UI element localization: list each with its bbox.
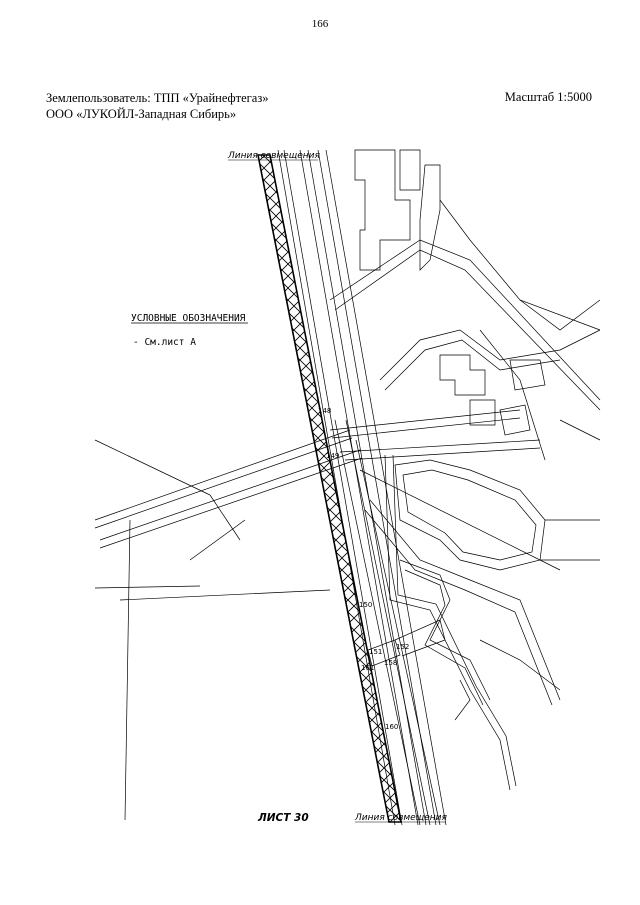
road-line <box>94 437 353 529</box>
building-outline <box>469 399 496 426</box>
road-line <box>317 149 437 826</box>
road-line <box>364 509 553 706</box>
point-label: 151 <box>369 648 382 656</box>
road-line <box>559 419 601 441</box>
road-line <box>344 447 541 461</box>
building-outline <box>399 149 421 191</box>
road-line <box>345 419 431 826</box>
land-user-header: Землепользователь: ТПП «Урайнефтегаз» ОО… <box>46 90 269 122</box>
road-line <box>189 519 246 561</box>
road-line <box>339 439 541 453</box>
point-label: 150 <box>359 601 372 609</box>
road-line <box>99 457 363 549</box>
road-line <box>399 559 491 701</box>
building-outline <box>354 149 411 271</box>
road-line <box>369 499 561 701</box>
road-line <box>359 469 561 571</box>
point-label: 149 <box>326 452 339 460</box>
land-user-line1: Землепользователь: ТПП «Урайнефтегаз» <box>46 91 269 105</box>
point-label: 152 <box>396 643 409 651</box>
legend-title: УСЛОВНЫЕ ОБОЗНАЧЕНИЯ <box>131 313 246 324</box>
road-line <box>124 519 131 821</box>
sheet-label: ЛИСТ 30 <box>257 812 309 824</box>
road-line <box>479 639 561 691</box>
road-line <box>355 439 441 826</box>
road-line <box>384 339 561 391</box>
road-line <box>394 619 446 657</box>
road-line <box>392 454 517 787</box>
road-line <box>367 639 401 667</box>
scale-label: Масштаб 1:5000 <box>504 90 592 104</box>
building-outline <box>509 359 546 391</box>
road-line <box>94 439 211 496</box>
building-outline <box>419 164 441 271</box>
matchline-top-label: Линия совмещения <box>227 151 320 161</box>
road-line <box>334 419 421 826</box>
point-label: 148 <box>318 407 331 415</box>
road-line <box>379 329 601 381</box>
road-line <box>209 494 241 541</box>
point-label: 158 <box>384 659 397 667</box>
road-line <box>119 589 331 601</box>
road-line <box>329 239 601 401</box>
road-line <box>404 569 484 706</box>
point-label: 160 <box>385 723 398 731</box>
road-line <box>94 585 201 589</box>
road-line <box>283 149 403 826</box>
road-line <box>94 429 351 521</box>
land-user-line2: ООО «ЛУКОЙЛ-Западная Сибирь» <box>46 107 237 121</box>
road-line <box>99 449 361 541</box>
point-label: 161 <box>361 664 374 672</box>
road-line <box>384 454 511 791</box>
road-line <box>334 249 601 411</box>
building-outline <box>439 354 486 396</box>
legend-item: - См.лист А <box>133 337 196 348</box>
pad-outline <box>402 469 537 561</box>
road-line <box>329 409 521 431</box>
road-line <box>439 199 601 331</box>
matchline-bottom-label: Линия совмещения <box>354 813 447 823</box>
road-line <box>519 299 601 331</box>
building-outline <box>499 404 531 436</box>
hatched-corridor <box>257 154 402 823</box>
page-number: 166 <box>311 18 329 30</box>
road-line <box>299 149 419 826</box>
road-line <box>479 329 546 461</box>
road-line <box>331 417 521 439</box>
road-line <box>454 679 471 721</box>
